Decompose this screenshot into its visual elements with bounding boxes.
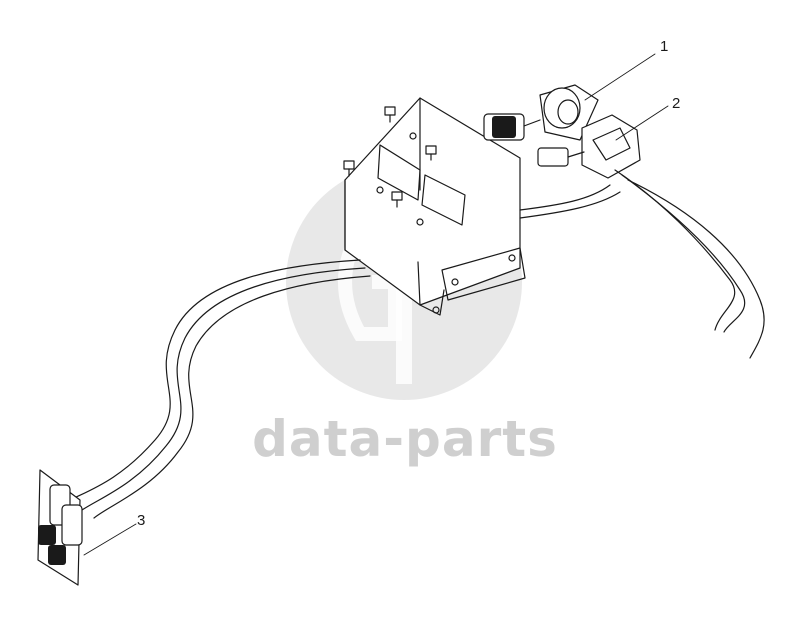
screw-icon [391, 191, 403, 208]
leader-line-2 [615, 105, 669, 141]
callout-1: 1 [660, 38, 668, 55]
leader-line-3 [83, 523, 137, 556]
screw-icon [425, 145, 437, 161]
watermark-text: data-parts [252, 410, 558, 468]
cable-harness [69, 169, 765, 519]
screw-icon [384, 106, 396, 123]
switch-assembly-1 [483, 84, 599, 141]
mounting-bracket [344, 97, 526, 316]
screw-icon [343, 160, 355, 177]
leader-line-1 [584, 53, 656, 101]
callout-3: 3 [137, 512, 145, 529]
callout-2: 2 [672, 95, 680, 112]
switch-assembly-2 [537, 114, 641, 179]
connector-plate-3 [37, 469, 83, 586]
